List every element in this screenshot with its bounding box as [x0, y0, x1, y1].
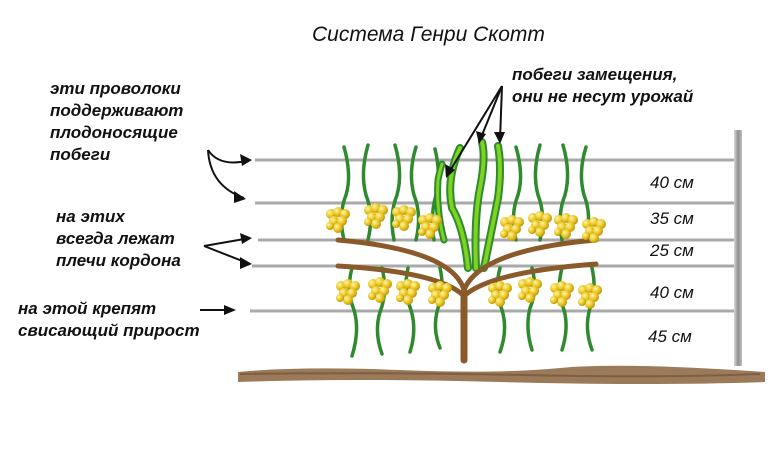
- replacement-shoots: [434, 138, 504, 272]
- annotation-top-wires: эти проволоки поддерживают плодоносящие …: [50, 79, 184, 164]
- spacing-label-5: 45 см: [648, 327, 692, 346]
- vine-trunk: [335, 237, 599, 364]
- arrowheads: [224, 131, 505, 315]
- spacing-label-1: 40 см: [650, 173, 694, 192]
- spacing-label-3: 25 см: [650, 241, 694, 260]
- spacing-label-2: 35 см: [650, 209, 694, 228]
- annotation-replacement-shoots: побеги замещения, они не несут урожай: [512, 65, 694, 106]
- diagram-title: Система Генри Скотт: [312, 23, 545, 46]
- annotation-cordon-wires: на этих всегда лежат плечи кордона: [56, 207, 181, 270]
- annotation-hanging-wire: на этой крепят свисающий прирост: [18, 299, 200, 340]
- spacing-label-4: 40 см: [650, 283, 694, 302]
- end-post: [734, 130, 742, 366]
